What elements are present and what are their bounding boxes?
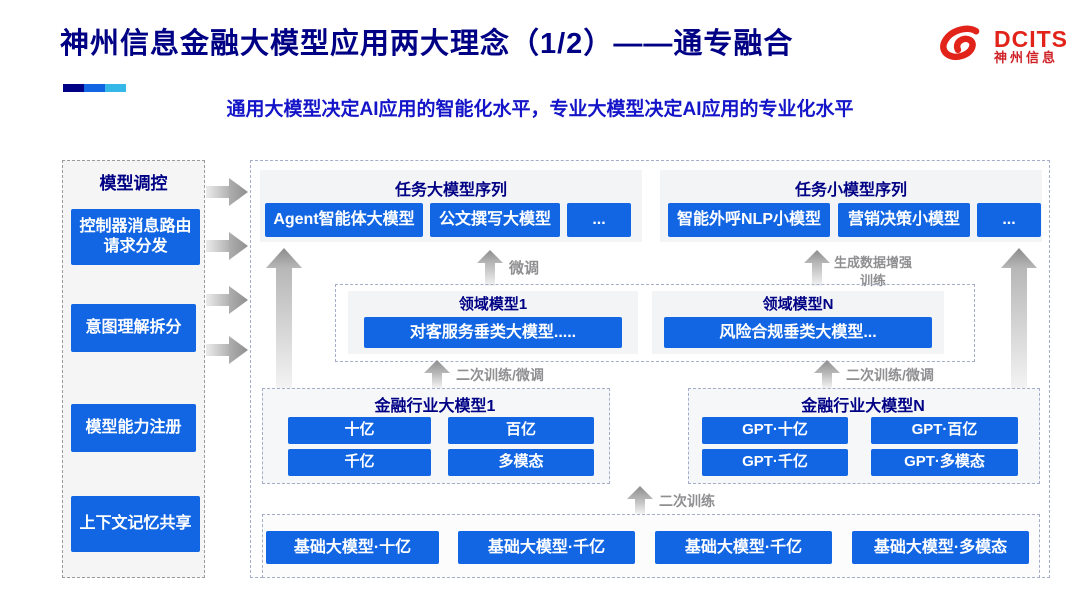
finetune-label: 微调 xyxy=(509,260,540,277)
model-box-ten-billion: 百亿 xyxy=(448,417,594,444)
right-arrow-icon xyxy=(206,232,248,260)
task-large-models-title: 任务大模型序列 xyxy=(394,182,507,199)
model-box-outbound-nlp: 智能外呼NLP小模型 xyxy=(668,203,830,237)
industry-panel-1-title: 金融行业大模型1 xyxy=(374,398,496,415)
model-box-gpt-hundred-billion: GPT·千亿 xyxy=(702,449,848,476)
up-arrow-icon xyxy=(424,360,450,388)
model-box-marketing: 营销决策小模型 xyxy=(838,203,970,237)
right-arrow-icon xyxy=(206,336,248,364)
up-arrow-icon xyxy=(477,250,503,286)
model-box-base-billion: 基础大模型·十亿 xyxy=(266,531,439,564)
model-box-risk-compliance: 风险合规垂类大模型... xyxy=(664,317,932,348)
model-box-base-multimodal: 基础大模型·多模态 xyxy=(852,531,1029,564)
accent-bar xyxy=(63,84,126,92)
domain-group-n-title: 领域模型N xyxy=(762,296,834,313)
up-arrow-icon xyxy=(1001,248,1037,388)
domain-models-panel xyxy=(335,284,975,362)
gen-data-train-label-line1: 生成数据增强 xyxy=(834,255,913,270)
company-logo: DCITS 神州信息 xyxy=(936,18,1070,74)
sidebar-item-registry: 模型能力注册 xyxy=(71,404,196,452)
model-box-more-large: ... xyxy=(567,203,631,237)
retrain-label: 二次训练 xyxy=(659,493,715,509)
up-arrow-icon xyxy=(804,250,830,286)
model-box-base-hundred-billion-2: 基础大模型·千亿 xyxy=(655,531,832,564)
retrain-finetune-label-right: 二次训练/微调 xyxy=(846,367,934,383)
model-box-billion: 十亿 xyxy=(288,417,431,444)
domain-group-1-title: 领域模型1 xyxy=(458,296,528,313)
model-box-gpt-billion: GPT·十亿 xyxy=(702,417,848,444)
model-box-base-hundred-billion-1: 基础大模型·千亿 xyxy=(458,531,635,564)
retrain-finetune-label-left: 二次训练/微调 xyxy=(456,367,544,383)
right-arrow-icon xyxy=(206,178,248,206)
model-box-multimodal: 多模态 xyxy=(448,449,594,476)
model-box-gpt-multimodal: GPT·多模态 xyxy=(871,449,1018,476)
task-small-models-title: 任务小模型序列 xyxy=(794,182,907,199)
sidebar-title: 模型调控 xyxy=(99,174,168,193)
dcits-swirl-icon xyxy=(940,25,980,60)
industry-panel-n-title: 金融行业大模型N xyxy=(801,398,925,415)
model-box-document-writing: 公文撰写大模型 xyxy=(430,203,560,237)
slide-subtitle: 通用大模型决定AI应用的智能化水平，专业大模型决定AI应用的专业化水平 xyxy=(226,99,854,120)
logo-cn-name: 神州信息 xyxy=(994,50,1059,66)
model-box-gpt-ten-billion: GPT·百亿 xyxy=(871,417,1018,444)
page-title: 神州信息金融大模型应用两大理念（1/2）——通专融合 xyxy=(60,28,794,60)
up-arrow-icon xyxy=(627,486,653,514)
up-arrow-icon xyxy=(814,360,840,388)
model-box-more-small: ... xyxy=(977,203,1041,237)
sidebar-item-router: 控制器消息路由请求分发 xyxy=(71,209,200,265)
sidebar-item-context: 上下文记忆共享 xyxy=(71,496,200,552)
right-arrow-icon xyxy=(206,286,248,314)
up-arrow-icon xyxy=(266,248,302,388)
model-box-customer-service: 对客服务垂类大模型..... xyxy=(364,317,622,348)
model-box-hundred-billion: 千亿 xyxy=(288,449,431,476)
model-box-agent: Agent智能体大模型 xyxy=(265,203,423,237)
sidebar-item-intent: 意图理解拆分 xyxy=(71,304,196,352)
model-governance-sidebar: 模型调控 控制器消息路由请求分发 意图理解拆分 模型能力注册 上下文记忆共享 xyxy=(62,160,205,578)
logo-name: DCITS xyxy=(994,26,1068,53)
